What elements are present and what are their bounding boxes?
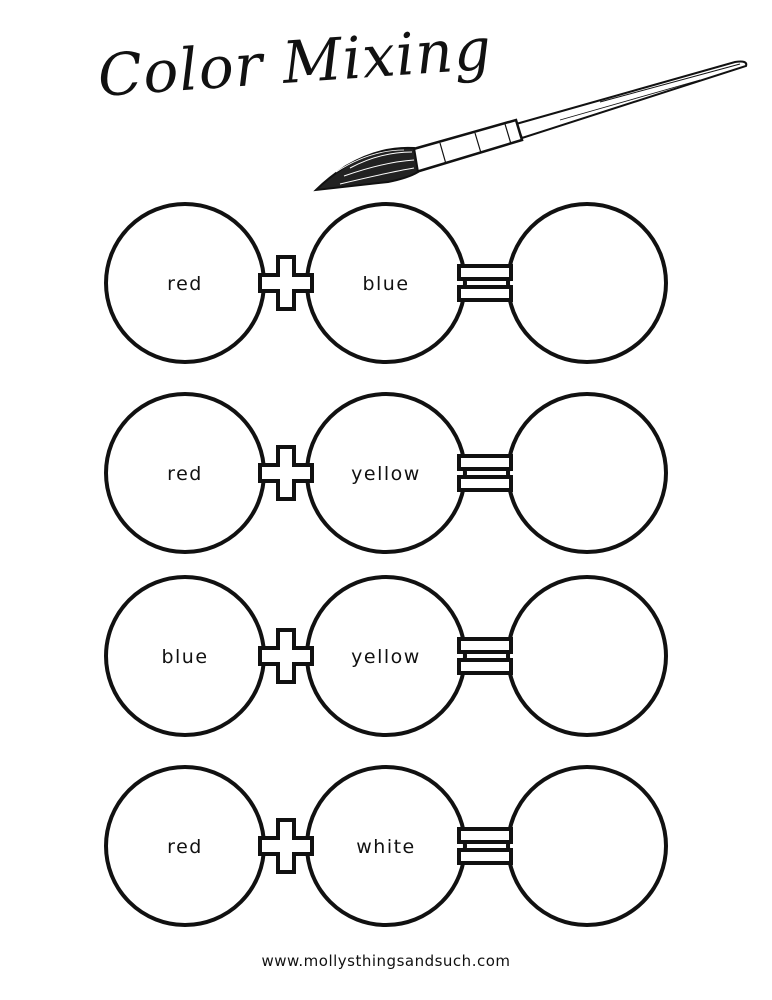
- mixing-row: red yellow: [104, 392, 668, 554]
- right-color-label: blue: [362, 273, 409, 295]
- mixing-row: red blue: [104, 202, 668, 364]
- right-color-label: yellow: [351, 646, 421, 668]
- paintbrush-icon: [313, 60, 748, 192]
- plus-icon: [258, 445, 314, 501]
- result-circle[interactable]: [506, 202, 668, 364]
- equals-icon: [457, 454, 513, 492]
- plus-icon: [258, 818, 314, 874]
- result-circle[interactable]: [506, 575, 668, 737]
- plus-icon: [258, 628, 314, 684]
- website-footer: www.mollysthingsandsuch.com: [261, 952, 511, 970]
- mixing-row: blue yellow: [104, 575, 668, 737]
- equals-icon: [457, 637, 513, 675]
- left-color-label: red: [167, 463, 203, 485]
- plus-icon: [258, 255, 314, 311]
- result-circle[interactable]: [506, 392, 668, 554]
- left-color-label: red: [167, 836, 203, 858]
- left-color-label: red: [167, 273, 203, 295]
- left-color-label: blue: [161, 646, 208, 668]
- equals-icon: [457, 264, 513, 302]
- result-circle[interactable]: [506, 765, 668, 927]
- right-color-label: yellow: [351, 463, 421, 485]
- right-color-label: white: [356, 836, 416, 858]
- equals-icon: [457, 827, 513, 865]
- mixing-row: red white: [104, 765, 668, 927]
